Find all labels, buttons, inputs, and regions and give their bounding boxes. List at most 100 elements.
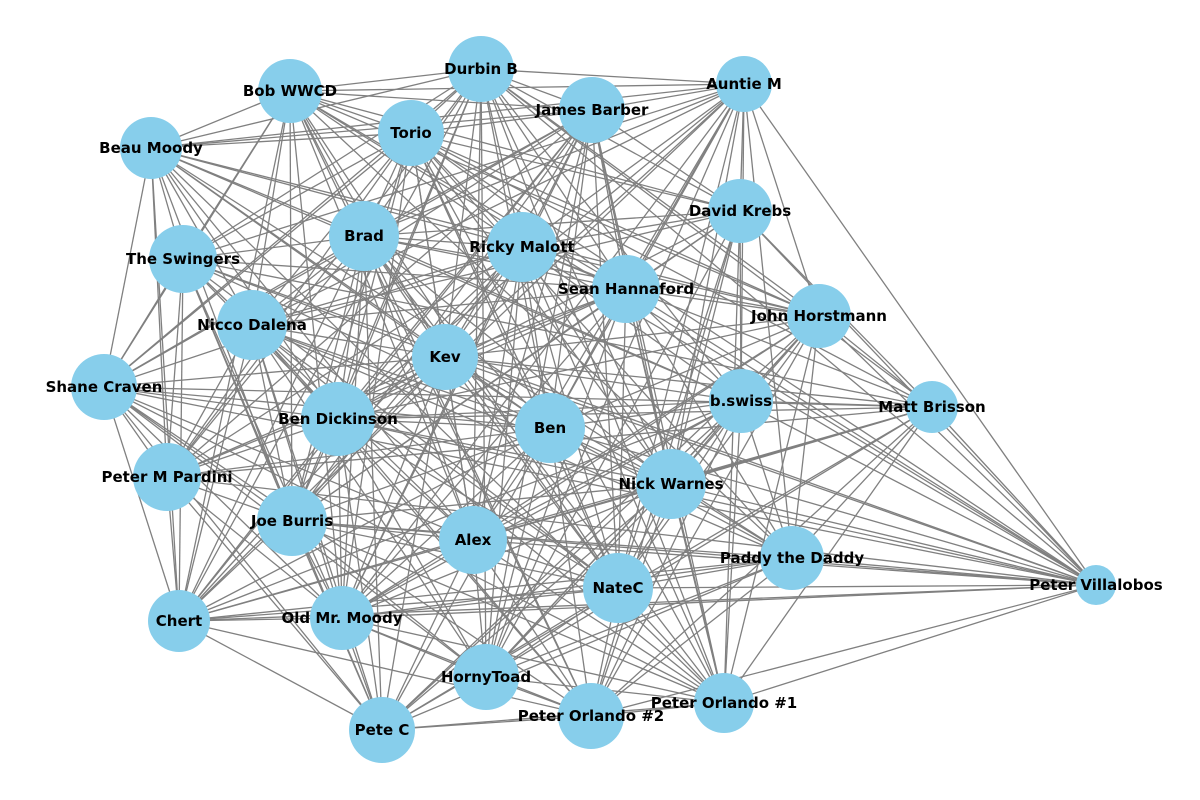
- node-circle-chert[interactable]: [148, 590, 210, 652]
- node-peter-villalobos[interactable]: Peter Villalobos: [1029, 565, 1163, 605]
- node-john-horstmann[interactable]: John Horstmann: [750, 284, 887, 348]
- node-circle-b-swiss[interactable]: [709, 369, 773, 433]
- node-ricky-malott[interactable]: Ricky Malott: [469, 212, 575, 282]
- node-shane-craven[interactable]: Shane Craven: [46, 354, 163, 420]
- node-beau-moody[interactable]: Beau Moody: [99, 117, 203, 179]
- edge-chert-pete-c: [178, 620, 383, 731]
- edge-ricky-malott-john-horstmann: [521, 246, 820, 317]
- edge-alex-pete-c: [381, 539, 474, 731]
- edge-peter-orlando-1-pete-c: [381, 702, 725, 731]
- node-label-alex: Alex: [455, 531, 492, 549]
- node-brad[interactable]: Brad: [329, 201, 399, 271]
- node-james-barber[interactable]: James Barber: [535, 77, 650, 143]
- node-durbin-b[interactable]: Durbin B: [444, 36, 518, 102]
- edge-nick-warnes-peter-orlando-1: [670, 483, 725, 704]
- node-torio[interactable]: Torio: [378, 100, 444, 166]
- node-circle-james-barber[interactable]: [559, 77, 625, 143]
- node-auntie-m[interactable]: Auntie M: [706, 56, 782, 112]
- node-circle-paddy-the-daddy[interactable]: [760, 526, 824, 590]
- edge-peter-villalobos-peter-orlando-2: [590, 584, 1097, 717]
- node-david-krebs[interactable]: David Krebs: [689, 179, 791, 243]
- node-peter-m-pardini[interactable]: Peter M Pardini: [101, 443, 233, 511]
- node-ben-dickinson[interactable]: Ben Dickinson: [278, 382, 398, 456]
- node-peter-orlando-1[interactable]: Peter Orlando #1: [651, 673, 798, 733]
- node-circle-the-swingers[interactable]: [149, 225, 217, 293]
- node-label-beau-moody: Beau Moody: [99, 139, 203, 157]
- edge-torio-the-swingers: [182, 132, 412, 260]
- node-label-peter-orlando-1: Peter Orlando #1: [651, 694, 798, 712]
- node-circle-david-krebs[interactable]: [708, 179, 772, 243]
- edge-shane-craven-alex: [103, 386, 474, 541]
- node-circle-auntie-m[interactable]: [716, 56, 772, 112]
- node-alex[interactable]: Alex: [439, 506, 507, 574]
- node-sean-hannaford[interactable]: Sean Hannaford: [558, 255, 694, 323]
- node-circle-old-mr-moody[interactable]: [310, 586, 374, 650]
- node-circle-shane-craven[interactable]: [71, 354, 137, 420]
- node-b-swiss[interactable]: b.swiss: [709, 369, 773, 433]
- node-peter-orlando-2[interactable]: Peter Orlando #2: [518, 683, 665, 749]
- node-circle-peter-orlando-2[interactable]: [558, 683, 624, 749]
- node-nick-warnes[interactable]: Nick Warnes: [618, 449, 724, 519]
- node-hornytoad[interactable]: HornyToad: [441, 644, 531, 710]
- node-circle-peter-m-pardini[interactable]: [133, 443, 201, 511]
- node-kev[interactable]: Kev: [412, 324, 478, 390]
- node-circle-brad[interactable]: [329, 201, 399, 271]
- node-circle-torio[interactable]: [378, 100, 444, 166]
- node-matt-brisson[interactable]: Matt Brisson: [878, 381, 986, 433]
- edge-alex-peter-orlando-1: [472, 539, 725, 704]
- edge-shane-craven-joe-burris: [103, 386, 293, 522]
- node-label-brad: Brad: [344, 227, 384, 245]
- edge-peter-m-pardini-pete-c: [166, 476, 383, 731]
- node-label-hornytoad: HornyToad: [441, 668, 531, 686]
- node-label-nick-warnes: Nick Warnes: [618, 475, 723, 493]
- node-circle-john-horstmann[interactable]: [787, 284, 851, 348]
- node-old-mr-moody[interactable]: Old Mr. Moody: [281, 586, 403, 650]
- edge-durbin-b-chert: [178, 68, 482, 622]
- node-circle-alex[interactable]: [439, 506, 507, 574]
- node-label-peter-m-pardini: Peter M Pardini: [101, 468, 232, 486]
- edge-john-horstmann-peter-villalobos: [818, 315, 1097, 586]
- node-circle-peter-orlando-1[interactable]: [694, 673, 754, 733]
- node-pete-c[interactable]: Pete C: [349, 697, 415, 763]
- node-label-david-krebs: David Krebs: [689, 202, 791, 220]
- edge-ben-dickinson-peter-villalobos: [337, 418, 1097, 586]
- edge-nick-warnes-peter-villalobos: [670, 483, 1097, 586]
- node-circle-ben-dickinson[interactable]: [301, 382, 375, 456]
- edge-the-swingers-sean-hannaford: [182, 258, 627, 290]
- edge-b-swiss-peter-orlando-1: [723, 400, 742, 704]
- edge-david-krebs-hornytoad: [485, 210, 741, 678]
- edge-ricky-malott-shane-craven: [103, 246, 523, 388]
- node-the-swingers[interactable]: The Swingers: [126, 225, 240, 293]
- node-paddy-the-daddy[interactable]: Paddy the Daddy: [720, 526, 864, 590]
- node-circle-natec[interactable]: [583, 553, 653, 623]
- node-ben[interactable]: Ben: [515, 393, 585, 463]
- edge-ricky-malott-matt-brisson: [521, 246, 933, 408]
- node-circle-bob-wwcd[interactable]: [258, 59, 322, 123]
- node-circle-nicco-dalena[interactable]: [217, 290, 287, 360]
- edge-james-barber-peter-orlando-1: [591, 109, 725, 704]
- edge-ben-pete-c: [381, 427, 551, 731]
- node-circle-joe-burris[interactable]: [257, 486, 327, 556]
- edge-sean-hannaford-peter-villalobos: [625, 288, 1097, 586]
- node-label-matt-brisson: Matt Brisson: [878, 398, 985, 416]
- node-circle-nick-warnes[interactable]: [636, 449, 706, 519]
- node-natec[interactable]: NateC: [583, 553, 653, 623]
- node-circle-beau-moody[interactable]: [120, 117, 182, 179]
- node-circle-sean-hannaford[interactable]: [592, 255, 660, 323]
- node-circle-matt-brisson[interactable]: [906, 381, 958, 433]
- node-nicco-dalena[interactable]: Nicco Dalena: [197, 290, 307, 360]
- node-circle-kev[interactable]: [412, 324, 478, 390]
- node-circle-ricky-malott[interactable]: [487, 212, 557, 282]
- edge-torio-ben-dickinson: [337, 132, 412, 420]
- node-circle-hornytoad[interactable]: [453, 644, 519, 710]
- edge-james-barber-chert: [178, 109, 593, 622]
- node-circle-peter-villalobos[interactable]: [1076, 565, 1116, 605]
- node-chert[interactable]: Chert: [148, 590, 210, 652]
- node-joe-burris[interactable]: Joe Burris: [250, 486, 333, 556]
- node-circle-pete-c[interactable]: [349, 697, 415, 763]
- node-circle-ben[interactable]: [515, 393, 585, 463]
- edge-kev-shane-craven: [103, 356, 446, 388]
- node-bob-wwcd[interactable]: Bob WWCD: [243, 59, 337, 123]
- node-circle-durbin-b[interactable]: [448, 36, 514, 102]
- edge-torio-shane-craven: [103, 132, 412, 388]
